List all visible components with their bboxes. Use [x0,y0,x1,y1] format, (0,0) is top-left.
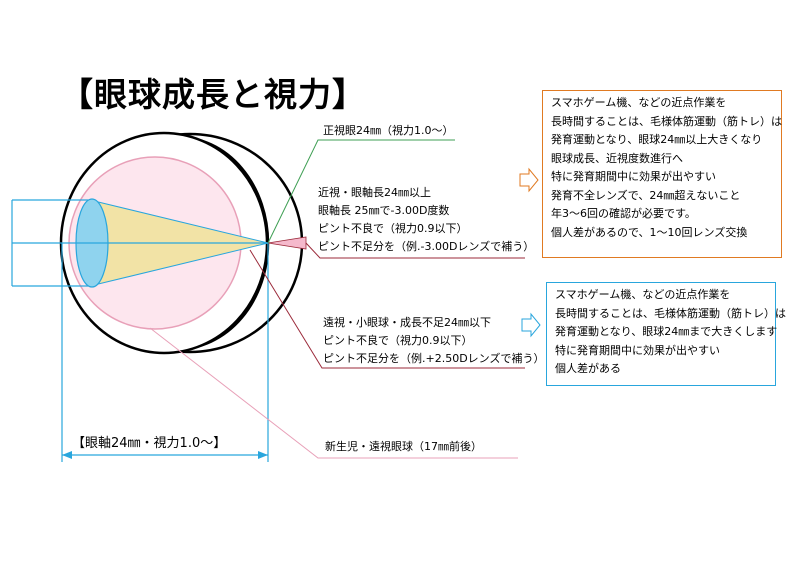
label-hyperopia: 遠視・小眼球・成長不足24㎜以下 ピント不良で（視力0.9以下） ピント不足分を… [323,314,544,368]
myopia-note-line: 特に発育期間中に効果が出やすい [551,170,716,183]
axis-length-label: 【眼軸24㎜・視力1.0～】 [72,436,227,451]
myopia-note-line: 眼球成長、近視度数進行へ [551,151,683,165]
myopia-note-line: 発育運動となり、眼球24㎜以上大きくなり [551,133,763,146]
myopia-line-1: 近視・眼軸長24㎜以上 [318,186,431,199]
callout-line-myopia [305,242,525,259]
hyperopia-note-line: 長時間することは、毛様体筋運動（筋トレ）は [555,306,786,320]
hyperopia-note-line: 個人差がある [555,362,621,375]
myopia-note-line: 個人差があるので、1～10回レンズ交換 [551,225,748,239]
axis-arrowhead-left [62,451,72,459]
axis-arrowhead-right [258,451,268,459]
hyperopia-line-3: ピント不足分を（例.+2.50Dレンズで補う） [323,352,545,365]
myopia-note-line: 長時間することは、毛様体筋運動（筋トレ）は [551,114,782,128]
hyperopia-note-line: スマホゲーム機、などの近点作業を [555,288,731,301]
label-myopia: 近視・眼軸長24㎜以上 眼軸長 25㎜で-3.00D度数 ピント不良で（視力0.… [318,184,534,256]
hyperopia-note-line: 発育運動となり、眼球24㎜まで大きくします [555,325,778,338]
arrow-hyperopia-icon [521,312,541,338]
hyperopia-line-2: ピント不良で（視力0.9以下） [323,334,473,347]
hyperopia-note-line: 特に発育期間中に効果が出やすい [555,343,720,357]
myopia-line-2: 眼軸長 25㎜で-3.00D度数 [318,204,450,217]
hyperopia-note-box: スマホゲーム機、などの近点作業を 長時間することは、毛様体筋運動（筋トレ）は 発… [546,282,786,386]
myopia-note-line: スマホゲーム機、などの近点作業を [551,96,727,109]
myopia-line-3: ピント不良で（視力0.9以下） [318,222,468,235]
callout-line-hyperopia [249,249,525,369]
myopia-line-4: ピント不足分を（例.-3.00Dレンズで補う） [318,240,535,253]
callout-line-newborn [149,327,518,459]
overfocus-wedge [267,236,307,250]
arrow-myopia-icon [519,167,539,193]
myopia-note-box: スマホゲーム機、などの近点作業を 長時間することは、毛様体筋運動（筋トレ）は 発… [542,90,782,258]
label-newborn: 新生児・遠視眼球（17㎜前後） [325,440,482,453]
myopia-note-line: 発育不全レンズで、24㎜超えないこと [551,188,741,202]
page-title: 【眼球成長と視力】 [60,75,366,114]
label-normal-eye: 正視眼24㎜（視力1.0～） [323,124,454,137]
hyperopia-line-1: 遠視・小眼球・成長不足24㎜以下 [323,316,491,329]
myopia-note-line: 年3～6回の確認が必要です。 [551,207,696,220]
callout-line-normal [267,139,455,244]
